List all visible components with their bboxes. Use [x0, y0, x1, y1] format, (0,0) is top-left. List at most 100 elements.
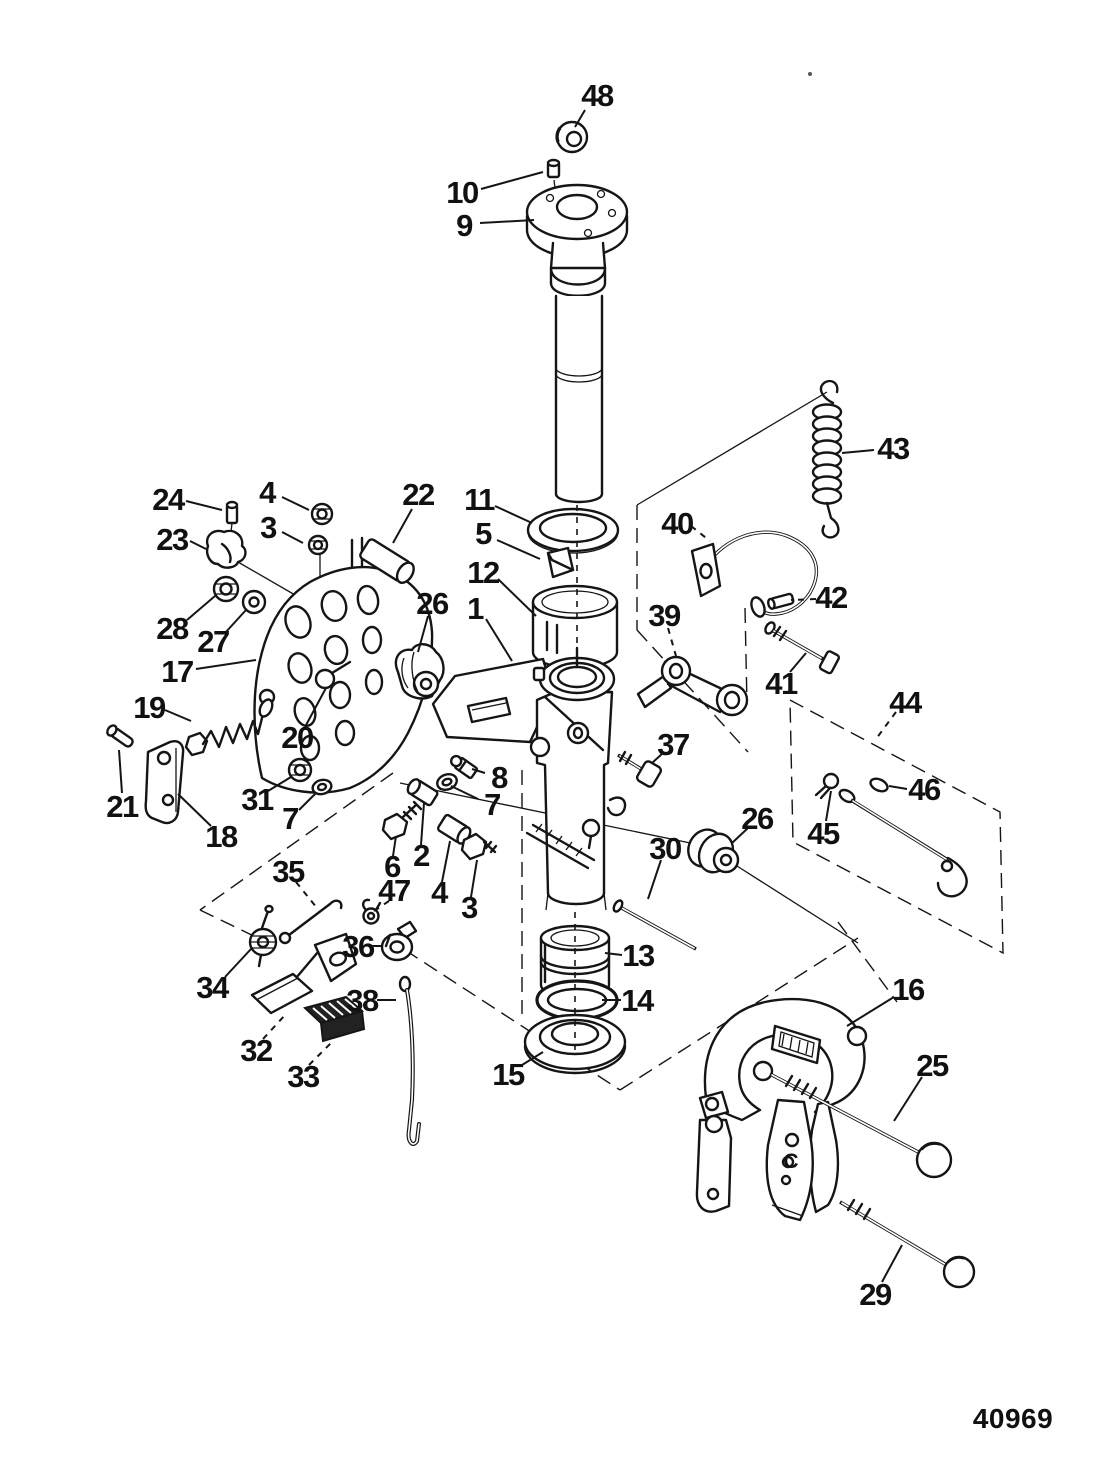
leader-line-46-48	[888, 785, 908, 790]
callout-33-27: 33	[287, 1059, 320, 1094]
callout-45-47: 45	[807, 816, 840, 851]
leader-line-11-8	[494, 505, 533, 524]
tilt-tube-40	[690, 530, 819, 618]
leader-line-22-7	[392, 508, 413, 544]
spring-bolt-19	[184, 698, 274, 757]
leader-line-12-10	[497, 578, 537, 617]
clamp-bracket-16	[695, 997, 868, 1222]
leader-line-9-2	[479, 219, 535, 224]
leader-line-21-18	[118, 749, 123, 794]
leader-line-40-42	[690, 525, 711, 542]
callout-8-29: 8	[491, 760, 508, 795]
pin-46	[869, 777, 889, 793]
callout-42-44: 42	[815, 580, 847, 615]
callout-4-33: 4	[431, 875, 449, 910]
leader-line-45-47	[825, 790, 832, 822]
callout-23-5: 23	[156, 522, 189, 557]
leader-line-4-4	[281, 496, 310, 511]
callout-25-50: 25	[916, 1048, 949, 1083]
fitting-2	[406, 778, 439, 807]
leader-line-47-23	[373, 900, 390, 912]
nut-4-left	[310, 502, 334, 526]
leader-line-29-51	[881, 1244, 903, 1283]
bushing-12	[531, 584, 619, 670]
mount-26-left	[394, 643, 445, 700]
fitting-3-center	[460, 832, 498, 861]
callout-35-22: 35	[272, 854, 305, 889]
leader-line-20-17	[304, 687, 327, 728]
leader-line-48-0	[574, 109, 586, 128]
leader-line-24-3	[185, 500, 223, 511]
leader-line-13-38	[604, 952, 623, 956]
leader-line-34-24	[224, 948, 252, 978]
callout-10-1: 10	[446, 175, 478, 210]
leader-line-25-50	[893, 1076, 923, 1122]
callout-41-45: 41	[765, 666, 798, 701]
leader-line-33-27	[308, 1042, 332, 1066]
steering-tube-9	[525, 183, 629, 504]
leader-line-23-5	[189, 540, 207, 550]
fitting-23	[205, 529, 247, 569]
callout-4-4: 4	[259, 475, 277, 510]
lever-32	[250, 932, 358, 1015]
leader-line-2-31	[420, 802, 425, 846]
callout-28-13: 28	[156, 611, 189, 646]
extension-spring-43	[811, 379, 843, 539]
callout-46-48: 46	[908, 772, 941, 807]
pin-42	[767, 592, 795, 610]
callout-32-26: 32	[240, 1033, 272, 1068]
callout-26-12: 26	[416, 586, 449, 621]
link-39	[636, 655, 749, 717]
leader-line-17-15	[195, 659, 257, 670]
key-5	[546, 546, 575, 579]
leader-line-3-6	[281, 531, 304, 544]
callout-19-16: 19	[133, 690, 166, 725]
callout-26-37: 26	[741, 801, 774, 836]
grommet-27	[241, 589, 267, 615]
rod-38	[398, 975, 421, 1146]
callout-37-35: 37	[657, 727, 689, 762]
callout-7-21: 7	[282, 801, 298, 836]
nut-28	[212, 575, 240, 603]
callout-47-23: 47	[378, 873, 410, 908]
bushing-4-center	[436, 813, 472, 845]
callout-43-43: 43	[877, 431, 910, 466]
leader-line-19-16	[164, 709, 192, 722]
leader-line-43-43	[841, 449, 875, 454]
callout-11-8: 11	[464, 482, 495, 517]
callout-9-2: 9	[456, 208, 473, 243]
callout-22-7: 22	[402, 477, 434, 512]
callout-40-42: 40	[661, 506, 693, 541]
callout-36-25: 36	[342, 929, 375, 964]
leader-line-4-33	[441, 840, 451, 883]
callout-29-51: 29	[859, 1277, 892, 1312]
clamp-screw-25	[769, 1072, 953, 1179]
callout-13-38: 13	[622, 938, 655, 973]
callout-7-30: 7	[484, 787, 500, 822]
leader-line-27-14	[224, 609, 247, 634]
pin-21	[106, 724, 134, 748]
bolt-6	[381, 800, 423, 841]
leader-line-6-32	[392, 835, 397, 857]
pin-10	[546, 158, 561, 197]
nut-3-left	[307, 534, 329, 556]
leader-line-10-1	[480, 171, 544, 190]
callout-5-9: 5	[475, 516, 492, 551]
leader-line-39-41	[667, 627, 677, 657]
callout-15-40: 15	[492, 1057, 525, 1092]
hook-rod	[838, 788, 968, 898]
washer-7-center	[436, 772, 458, 792]
swivel-bracket-1	[431, 646, 627, 911]
detent-block-33	[303, 995, 366, 1043]
drawing-number: 40969	[973, 1403, 1053, 1434]
leader-line-3-34	[470, 859, 478, 898]
callout-38-28: 38	[346, 983, 379, 1018]
callout-17-15: 17	[161, 654, 193, 689]
cast-letter-c: C	[783, 1150, 798, 1173]
leader-line-30-36	[647, 859, 662, 900]
leader-line-16-49	[846, 996, 895, 1027]
mount-26-right	[687, 828, 740, 874]
callout-24-3: 24	[152, 482, 186, 517]
bolt-37	[617, 750, 663, 788]
